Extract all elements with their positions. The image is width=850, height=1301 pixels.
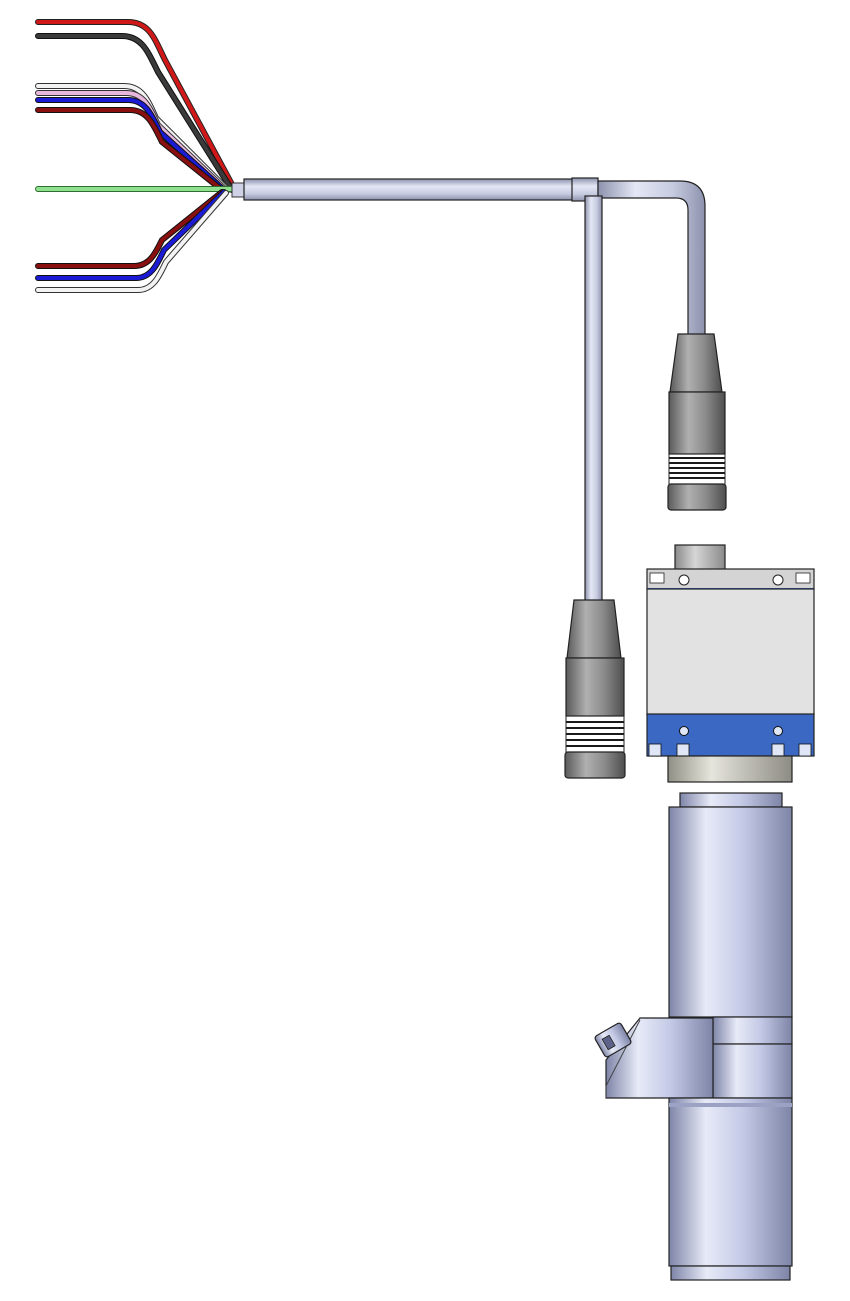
focus-knob [594,1022,632,1058]
lens-barrel-lower [668,1097,793,1267]
lens-barrel-upper [668,806,793,1018]
lens-assembly [594,792,793,1281]
cable-branch-right [597,180,706,341]
lens-front-cap [670,1265,791,1281]
camera-body [646,544,815,783]
cable-branch-down [584,195,603,607]
camera-blue-band [646,713,815,757]
wire-dark-red [35,107,225,193]
camera-socket [674,544,726,571]
lens-mount-ring [667,755,793,783]
camera-housing [646,588,815,716]
cable-sheath-left [243,178,575,201]
connector-upper [667,333,727,511]
wire-bundle [35,19,239,293]
main-cable [231,177,706,607]
lens-thread [679,792,783,808]
connector-lower [564,599,626,779]
camera-screw-hole [678,574,690,586]
